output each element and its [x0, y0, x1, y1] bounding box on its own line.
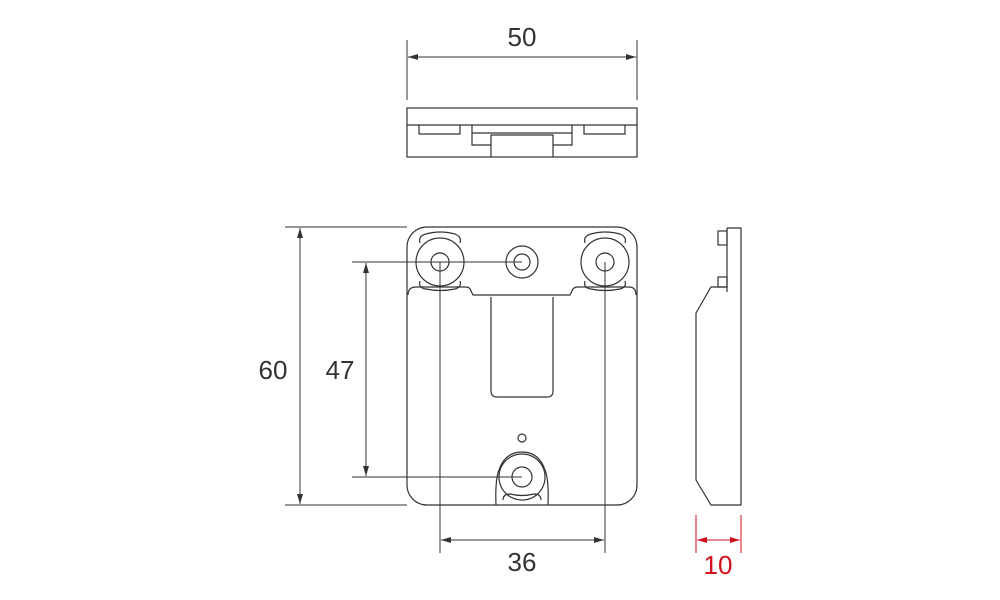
dimension-thickness-label: 10	[704, 550, 733, 580]
dimension-hole-vertical	[352, 261, 522, 478]
dimension-thickness	[695, 515, 742, 553]
front-view	[406, 226, 638, 506]
dimension-hole-horizontal	[439, 262, 606, 553]
side-view	[695, 227, 742, 506]
dimension-hole-horizontal-label: 36	[508, 547, 537, 577]
dimension-width-label: 50	[508, 22, 537, 52]
top-view	[406, 107, 638, 158]
dimension-width	[406, 40, 638, 100]
dimension-height-label: 60	[259, 355, 288, 385]
dimension-height	[285, 226, 407, 506]
dimension-hole-vertical-label: 47	[326, 355, 355, 385]
